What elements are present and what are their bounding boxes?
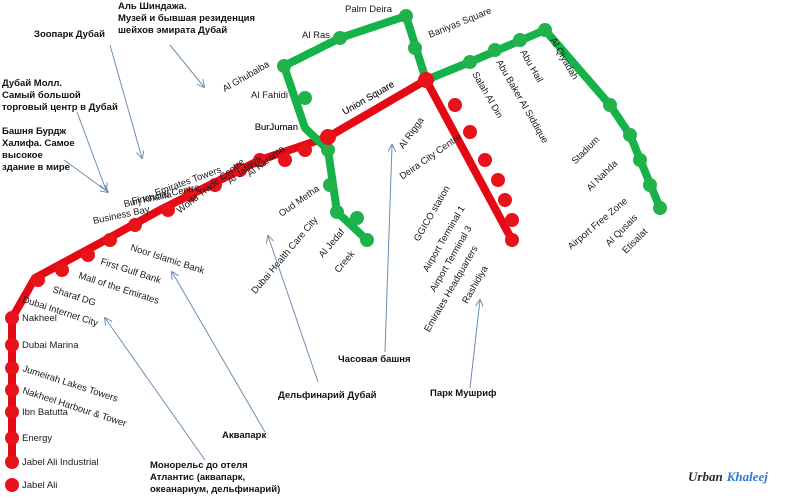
green-station-stop (463, 55, 477, 69)
green-station-label: Stadium (570, 134, 602, 166)
annotation-al-shindagha: Аль Шиндажа. Музей и бывшая резиденция ш… (118, 1, 258, 36)
red-station-stop (183, 188, 197, 202)
green-station-stop (399, 9, 413, 23)
red-station-stop (233, 163, 247, 177)
green-station-label: Al Fahidi (251, 90, 288, 101)
annotation-mushrif: Парк Мушриф (430, 388, 496, 399)
interchange-stop-burjuman (320, 129, 336, 145)
green-station-stop (633, 153, 647, 167)
green-station-label: Oud Metha (277, 183, 322, 219)
red-station-label: Ibn Batutta (22, 407, 69, 418)
green-station-stop (643, 178, 657, 192)
green-station-stop (330, 205, 344, 219)
red-station-stop (55, 263, 69, 277)
green-station-stop (513, 33, 527, 47)
red-station-stop (498, 193, 512, 207)
red-station-label: Dubai Marina (22, 340, 79, 351)
green-station-stop (653, 201, 667, 215)
annotation-dubai-mall: Дубай Молл. Самый большой торговый центр… (2, 78, 118, 113)
red-station-stop (81, 248, 95, 262)
red-station-stop (253, 153, 267, 167)
red-station-stop (5, 478, 19, 492)
annotation-clock-tower: Часовая башня (338, 354, 411, 365)
green-station-stop (298, 91, 312, 105)
red-station-stop (298, 143, 312, 157)
green-station-stop (333, 31, 347, 45)
green-station-label: Abu Hail (517, 48, 544, 85)
green-station-stop (350, 211, 364, 225)
red-station-label: Jabel Ali Industrial (22, 457, 99, 468)
red-station-stop (491, 173, 505, 187)
red-station-stop (278, 153, 292, 167)
green-station-stop (538, 23, 552, 37)
green-station-label: Salah Al Din (469, 70, 504, 120)
red-station-stop (448, 98, 462, 112)
green-station-label: Palm Deira (345, 4, 393, 15)
green-station-stop (277, 59, 291, 73)
red-station-stop (5, 455, 19, 469)
red-station-stop (5, 361, 19, 375)
red-station-stop (31, 273, 45, 287)
green-station-label: Al Nahda (585, 158, 621, 194)
green-station-stop (488, 43, 502, 57)
annotation-zoo: Зоопарк Дубай (34, 29, 105, 40)
green-station-stop (323, 178, 337, 192)
red-station-stop (5, 383, 19, 397)
red-line (8, 76, 516, 462)
red-station-stop (5, 405, 19, 419)
red-station-label: Jabel Ali (22, 480, 57, 491)
red-station-stop (5, 431, 19, 445)
red-station-label: Nakheel (22, 313, 57, 324)
annotation-burj: Башня Бурдж Халифа. Самое высокое здание… (2, 126, 77, 173)
annotation-dolphinarium: Дельфинарий Дубай (278, 390, 377, 401)
green-station-stop (623, 128, 637, 142)
green-station-label: BurJuman (255, 122, 298, 133)
interchange-stop-union-square (418, 72, 434, 88)
annotation-arrows (63, 44, 480, 461)
red-station-label: Al Rigga (397, 115, 427, 151)
green-station-stop (408, 41, 422, 55)
green-station-stop (603, 98, 617, 112)
annotation-monorail: Монорельс до отеля Атлантис (аквапарк, о… (150, 460, 280, 495)
red-station-stop (5, 311, 19, 325)
interchange-label-burjuman: BurJuman (255, 122, 298, 133)
green-station-label: Abu Baker Al Siddique (493, 58, 550, 145)
red-station-stop (463, 125, 477, 139)
annotation-aquapark: Аквапарк (222, 430, 266, 441)
red-station-stop (505, 233, 519, 247)
green-station-stop (360, 233, 374, 247)
green-station-label: Baniyas Square (427, 5, 493, 40)
red-station-stop (5, 338, 19, 352)
green-station-stop (321, 143, 335, 157)
red-station-stop (128, 218, 142, 232)
red-station-stop (505, 213, 519, 227)
red-station-stop (161, 203, 175, 217)
red-station-stop (103, 233, 117, 247)
green-station-label: Al Ras (302, 30, 330, 41)
red-station-stop (478, 153, 492, 167)
green-station-label: Creek (333, 249, 358, 276)
red-station-stop (208, 178, 222, 192)
red-station-label: Energy (22, 433, 52, 444)
